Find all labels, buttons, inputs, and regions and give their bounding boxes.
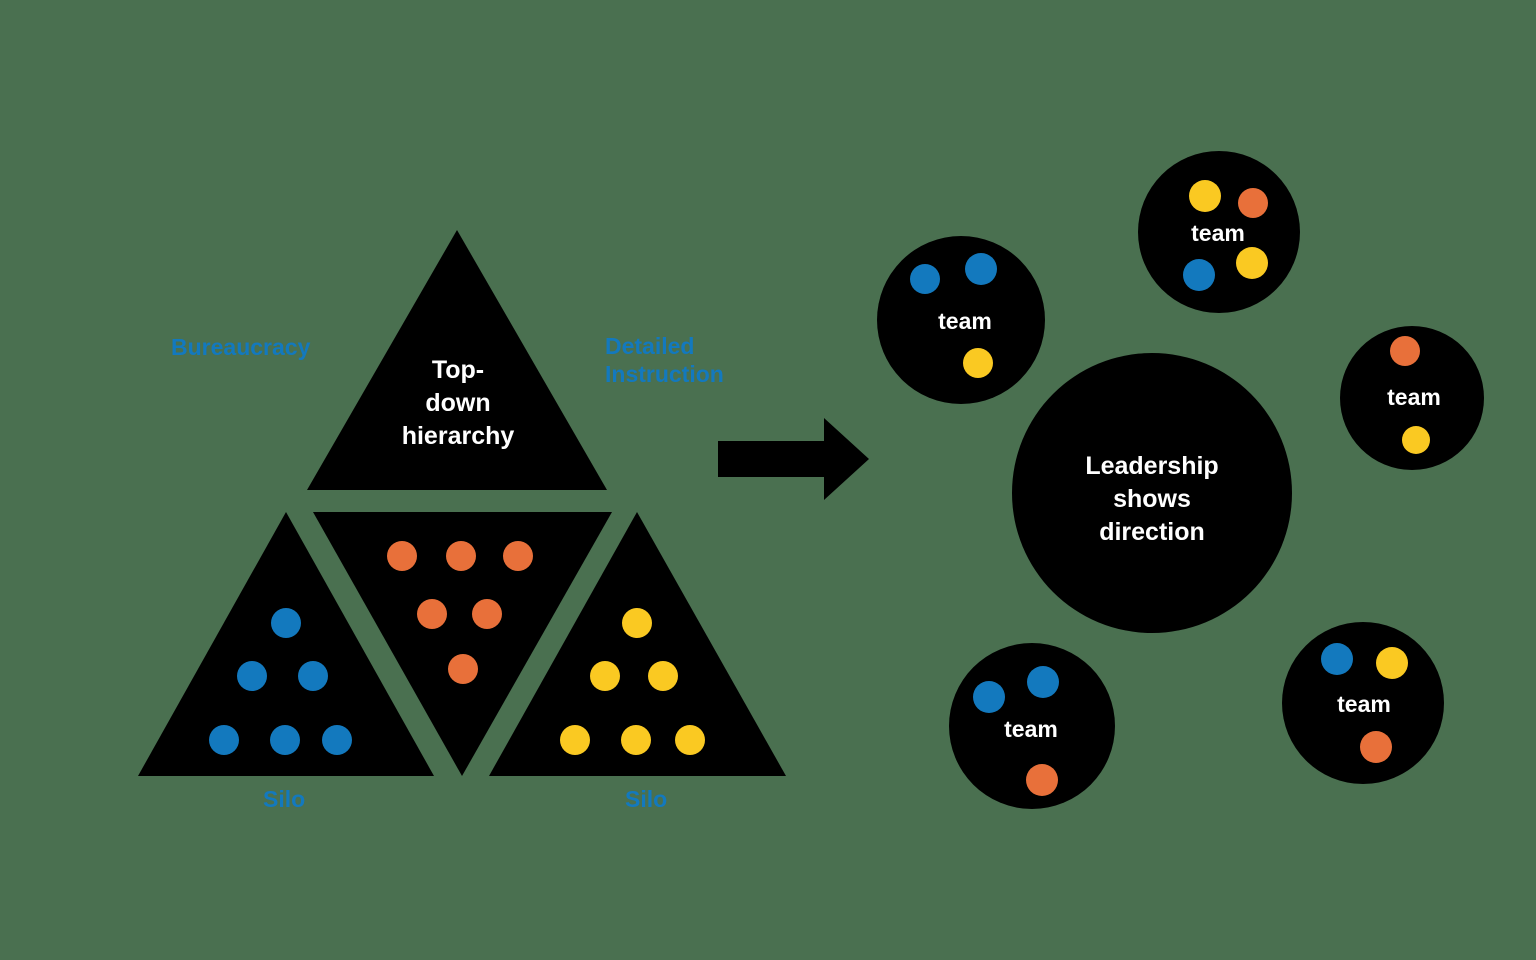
label-silo-left: Silo (263, 786, 305, 812)
member-dot (271, 608, 301, 638)
member-dot (965, 253, 997, 285)
member-dot (1027, 666, 1059, 698)
team-label: team (1004, 716, 1058, 742)
label-bureaucracy: Bureaucracy (171, 334, 311, 360)
member-dot (1402, 426, 1430, 454)
member-dot (675, 725, 705, 755)
member-dot (387, 541, 417, 571)
member-dot (621, 725, 651, 755)
member-dot (590, 661, 620, 691)
label-silo-right: Silo (625, 786, 667, 812)
transformation-arrow-group (718, 418, 869, 500)
member-dot (622, 608, 652, 638)
member-dot (1376, 647, 1408, 679)
team-label: team (1191, 220, 1245, 246)
hierarchical-organisation-group: Top-down hierarchy Bureaucracy DetailedInst… (138, 230, 786, 812)
member-dot (472, 599, 502, 629)
leadership-text-line: shows (1113, 485, 1191, 513)
top-down-hierarchy-triangle (307, 230, 607, 490)
member-dot (209, 725, 239, 755)
member-dot (322, 725, 352, 755)
team-label: team (1387, 384, 1441, 410)
silo-triangle-yellow (489, 512, 786, 776)
team-circle-right (1340, 326, 1484, 470)
networked-organisation-group: teamteamteamteamteamLeadershipshowsdirec… (877, 151, 1484, 809)
member-dot (963, 348, 993, 378)
member-dot (446, 541, 476, 571)
member-dot (270, 725, 300, 755)
transformation-arrow (718, 418, 869, 500)
member-dot (1390, 336, 1420, 366)
member-dot (1360, 731, 1392, 763)
label-detailed-instruction-line2: Instruction (605, 361, 724, 387)
top-down-hierarchy-text-line: Top- (432, 356, 484, 384)
label-detailed-instruction-line1: Detailed (605, 333, 694, 359)
member-dot (1236, 247, 1268, 279)
member-dot (910, 264, 940, 294)
team-label: team (938, 308, 992, 334)
member-dot (1183, 259, 1215, 291)
member-dot (417, 599, 447, 629)
leadership-text-line: Leadership (1085, 452, 1218, 480)
silo-triangle-orange-inverted (313, 512, 612, 776)
top-down-hierarchy-text-line: hierarchy (402, 422, 515, 450)
member-dot (973, 681, 1005, 713)
member-dot (648, 661, 678, 691)
member-dot (298, 661, 328, 691)
member-dot (237, 661, 267, 691)
top-down-hierarchy-text-line: down (425, 389, 490, 417)
member-dot (560, 725, 590, 755)
member-dot (1321, 643, 1353, 675)
leadership-circle (1012, 353, 1292, 633)
member-dot (448, 654, 478, 684)
silo-triangle-blue (138, 512, 434, 776)
member-dot (1026, 764, 1058, 796)
team-label: team (1337, 691, 1391, 717)
member-dot (503, 541, 533, 571)
member-dot (1189, 180, 1221, 212)
member-dot (1238, 188, 1268, 218)
leadership-text-line: direction (1099, 518, 1205, 546)
